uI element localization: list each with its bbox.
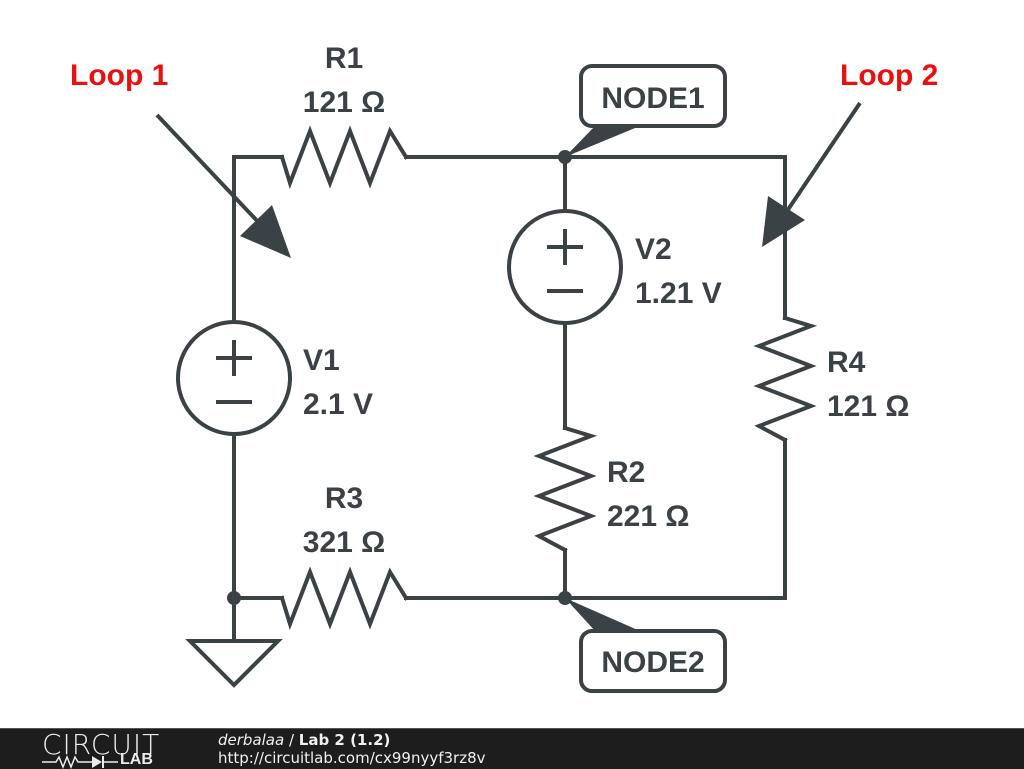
r4-name: R4 bbox=[827, 346, 866, 379]
v2-name: V2 bbox=[635, 233, 672, 266]
circuit-url[interactable]: http://circuitlab.com/cx99nyyf3rz8v bbox=[218, 749, 486, 767]
resistor-r4[interactable] bbox=[753, 315, 818, 443]
separator: / bbox=[284, 731, 299, 749]
node1-text: NODE1 bbox=[601, 82, 704, 115]
node2-label[interactable]: NODE2 bbox=[565, 598, 727, 693]
circuitlab-logo-lab: LAB bbox=[120, 751, 153, 768]
r4-value: 121 Ω bbox=[827, 390, 909, 423]
author-username[interactable]: derbalaa bbox=[218, 731, 285, 749]
v1-name: V1 bbox=[303, 344, 340, 377]
ground-icon bbox=[185, 639, 283, 688]
r3-value: 321 Ω bbox=[303, 526, 385, 559]
v2-value: 1.21 V bbox=[635, 277, 722, 310]
resistor-diode-logo-icon bbox=[42, 754, 118, 769]
v1-value: 2.1 V bbox=[303, 388, 373, 421]
r2-name: R2 bbox=[607, 456, 645, 489]
loop1-arrow-icon bbox=[155, 113, 291, 258]
voltage-source-v2[interactable] bbox=[507, 209, 623, 325]
circuit-schematic: NODE1 NODE2 R1 121 Ω R3 321 Ω R2 221 Ω R… bbox=[70, 42, 938, 693]
resistor-r1[interactable] bbox=[279, 125, 409, 190]
circuitlab-logo[interactable]: CIRCUIT bbox=[42, 728, 161, 761]
r2-value: 221 Ω bbox=[607, 500, 689, 533]
plus-icon bbox=[216, 340, 252, 376]
r1-value: 121 Ω bbox=[303, 86, 385, 119]
loop1-label: Loop 1 bbox=[70, 59, 168, 92]
circuit-title[interactable]: Lab 2 (1.2) bbox=[298, 731, 391, 749]
resistor-r3[interactable] bbox=[279, 566, 409, 631]
r3-name: R3 bbox=[325, 482, 363, 515]
node2-text: NODE2 bbox=[601, 646, 704, 679]
circuit-meta: derbalaa / Lab 2 (1.2) http://circuitlab… bbox=[218, 731, 486, 767]
loop2-arrow-icon bbox=[762, 101, 862, 247]
r1-name: R1 bbox=[325, 42, 363, 75]
node1-label[interactable]: NODE1 bbox=[565, 64, 727, 157]
loop2-label: Loop 2 bbox=[840, 59, 938, 92]
junction-ground bbox=[227, 591, 241, 605]
voltage-source-v1[interactable] bbox=[176, 320, 292, 436]
plus-icon bbox=[547, 229, 583, 265]
footer-bar: CIRCUIT LAB derbalaa / Lab 2 (1.2) http:… bbox=[0, 728, 1024, 769]
resistor-r2[interactable] bbox=[533, 425, 598, 553]
